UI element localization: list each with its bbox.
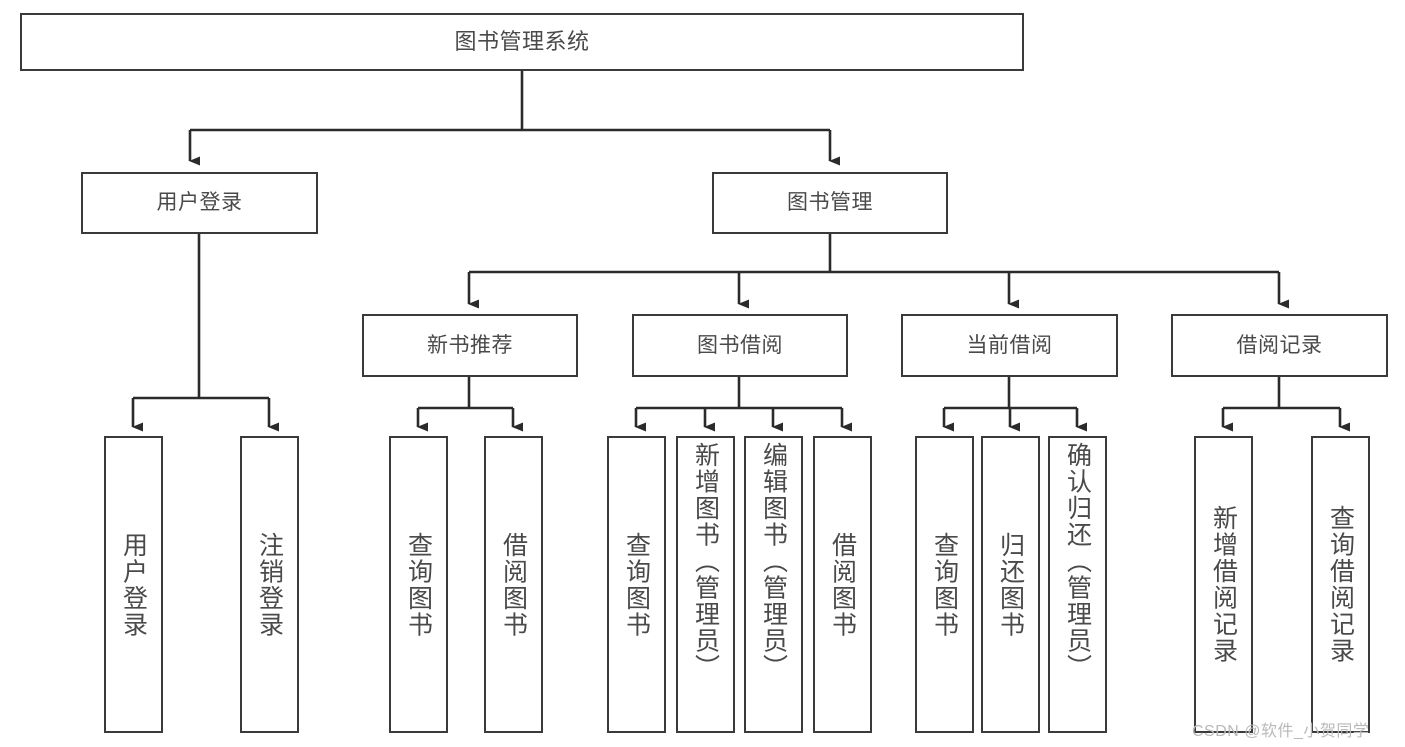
node-new-book-recommend[interactable]: 新书推荐 [362, 314, 578, 377]
node-label: 当前借阅 [966, 333, 1053, 357]
leaf-query-borrow-record[interactable]: 查询借阅记录 [1311, 436, 1370, 733]
leaf-query-book-current[interactable]: 查询图书 [915, 436, 974, 733]
node-label: 查询图书 [622, 531, 651, 638]
node-label: 用户登录 [119, 531, 148, 638]
node-label: 查询借阅记录 [1326, 505, 1355, 664]
leaf-borrow-book-borrow[interactable]: 借阅图书 [813, 436, 872, 733]
node-label: 归还图书 [996, 531, 1025, 638]
node-label: 注销登录 [255, 531, 284, 638]
node-book-management[interactable]: 图书管理 [712, 172, 948, 234]
leaf-query-book-borrow[interactable]: 查询图书 [607, 436, 666, 733]
node-label: 新增借阅记录 [1209, 505, 1238, 664]
node-root-system[interactable]: 图书管理系统 [20, 13, 1024, 71]
leaf-borrow-book-recommend[interactable]: 借阅图书 [484, 436, 543, 733]
node-label: 借阅记录 [1236, 333, 1323, 357]
leaf-query-book-recommend[interactable]: 查询图书 [389, 436, 448, 733]
node-label: 编辑图书（管理员） [759, 442, 788, 681]
node-user-login[interactable]: 用户登录 [81, 172, 318, 234]
leaf-add-borrow-record[interactable]: 新增借阅记录 [1194, 436, 1253, 733]
leaf-user-login[interactable]: 用户登录 [104, 436, 163, 733]
node-label: 确认归还（管理员） [1063, 442, 1092, 681]
leaf-edit-book[interactable]: 编辑图书（管理员） [744, 436, 803, 733]
node-label: 新书推荐 [427, 333, 513, 357]
node-current-borrow[interactable]: 当前借阅 [901, 314, 1118, 377]
leaf-add-book[interactable]: 新增图书（管理员） [676, 436, 735, 733]
node-label: 图书管理系统 [454, 28, 590, 54]
node-label: 查询图书 [404, 531, 433, 638]
leaf-confirm-return[interactable]: 确认归还（管理员） [1048, 436, 1107, 733]
node-label: 借阅图书 [499, 531, 528, 638]
node-label: 借阅图书 [828, 531, 857, 638]
node-book-borrow[interactable]: 图书借阅 [632, 314, 848, 377]
node-label: 新增图书（管理员） [691, 442, 720, 681]
node-label: 查询图书 [930, 531, 959, 638]
node-label: 图书借阅 [697, 333, 783, 357]
csdn-watermark: CSDN @软件_小贺同学 [1192, 723, 1370, 740]
leaf-logout-login[interactable]: 注销登录 [240, 436, 299, 733]
node-label: 用户登录 [156, 191, 243, 215]
leaf-return-book[interactable]: 归还图书 [981, 436, 1040, 733]
node-label: 图书管理 [787, 191, 873, 215]
node-borrow-record[interactable]: 借阅记录 [1171, 314, 1388, 377]
